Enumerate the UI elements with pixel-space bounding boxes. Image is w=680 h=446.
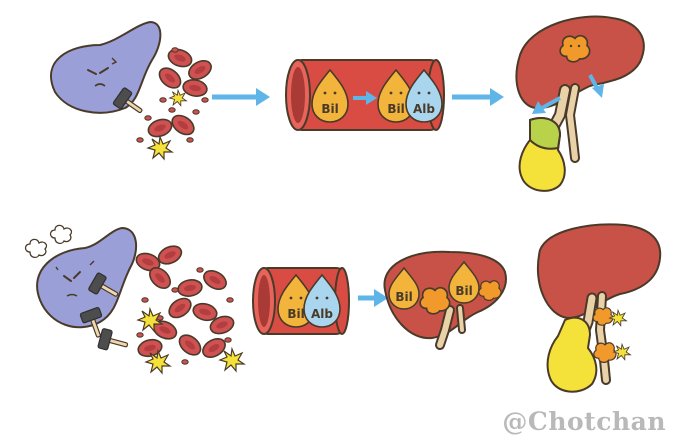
spleen-top <box>50 20 162 114</box>
alb-label: Alb <box>413 102 435 116</box>
bil-label: Bil <box>395 290 412 304</box>
bilirubin-clump-icon-top <box>559 34 591 63</box>
bilirubin-drop-liver-right: Bil <box>448 260 480 304</box>
alb-label: Alb <box>311 307 333 321</box>
gallbladder-bottom <box>546 316 598 393</box>
bile-duct-bottom-middle <box>435 304 466 350</box>
liver-bottom-right <box>536 223 662 320</box>
bil-label: Bil <box>287 307 304 321</box>
arrow-icon-vessel <box>353 91 377 105</box>
bilirubin-drop-liver-left: Bil <box>388 266 420 310</box>
spleen-bottom <box>36 226 138 329</box>
albumin-drop-bottom: Alb <box>303 273 341 328</box>
gallbladder-top <box>518 117 566 192</box>
bil-label: Bil <box>387 102 404 116</box>
liver-top <box>515 15 645 110</box>
arrow-icon-3 <box>358 289 388 307</box>
arrow-icon-liver-left <box>532 96 561 114</box>
arrow-icon-2 <box>452 88 504 106</box>
watermark: @Chotchan <box>502 407 666 436</box>
arrow-icon-liver-right <box>588 74 604 98</box>
red-blood-cells-bottom <box>133 241 237 365</box>
bilirubin-drop-top-left: Bil <box>311 68 349 123</box>
arrow-icon-1 <box>212 88 270 106</box>
dust-cloud-icon-2 <box>49 224 73 245</box>
albumin-drop-top: Alb <box>405 68 443 123</box>
bil-label: Bil <box>455 284 472 298</box>
bil-label: Bil <box>321 102 338 116</box>
dust-cloud-icon-1 <box>24 238 48 259</box>
